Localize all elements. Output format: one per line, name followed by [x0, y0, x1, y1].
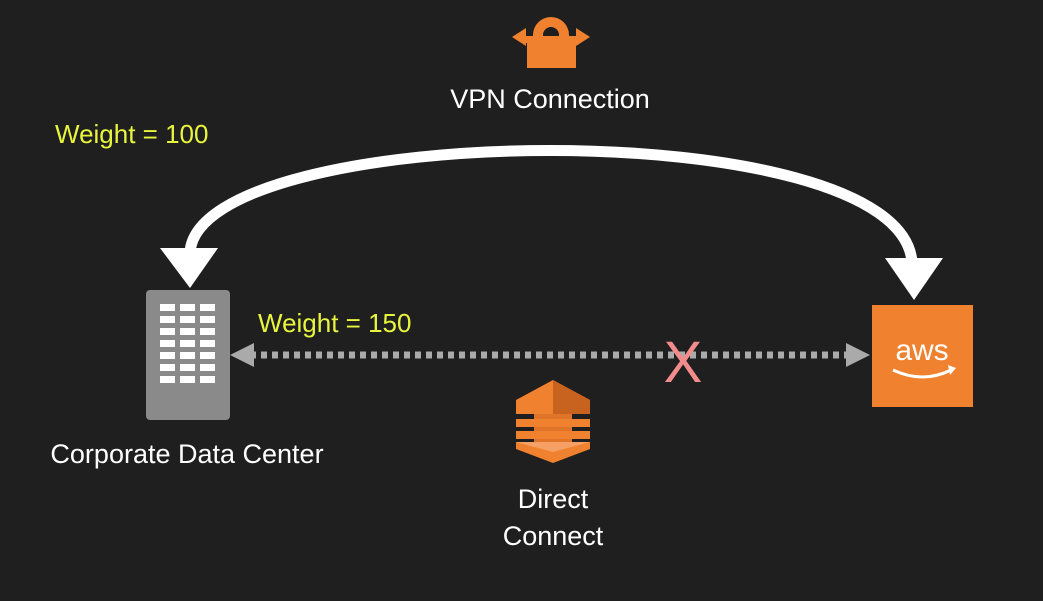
- building-window: [180, 376, 195, 383]
- building-window: [160, 352, 175, 359]
- corporate-data-center-label: Corporate Data Center: [50, 439, 323, 469]
- aws-logo-icon: aws: [872, 305, 973, 407]
- svg-text:aws: aws: [895, 334, 948, 367]
- building-window: [200, 376, 215, 383]
- building-window: [200, 316, 215, 323]
- building-window: [200, 352, 215, 359]
- building-window: [160, 364, 175, 371]
- building-window: [160, 304, 175, 311]
- vpn-weight-label: Weight = 100: [55, 119, 208, 149]
- building-window: [180, 364, 195, 371]
- building-window: [200, 328, 215, 335]
- building-window: [200, 364, 215, 371]
- building-window: [160, 340, 175, 347]
- building-window: [180, 352, 195, 359]
- vpn-lock-icon: [512, 17, 590, 68]
- building-window: [200, 304, 215, 311]
- building-window: [160, 376, 175, 383]
- building-window: [160, 328, 175, 335]
- vpn-connection-arrow: [160, 145, 943, 300]
- building-window: [180, 304, 195, 311]
- building-window: [180, 316, 195, 323]
- building-window: [160, 316, 175, 323]
- connection-failed-mark: X: [664, 330, 703, 395]
- direct-connect-weight-label: Weight = 150: [258, 308, 411, 338]
- direct-connect-icon: [516, 380, 590, 463]
- direct-connect-dotted-arrow: [230, 343, 870, 367]
- direct-connect-label-line1: Direct: [518, 484, 589, 514]
- building-window: [180, 328, 195, 335]
- direct-connect-label-line2: Connect: [503, 521, 604, 551]
- building-icon: [146, 290, 230, 420]
- vpn-connection-label: VPN Connection: [450, 84, 650, 114]
- building-window: [180, 340, 195, 347]
- building-window: [200, 340, 215, 347]
